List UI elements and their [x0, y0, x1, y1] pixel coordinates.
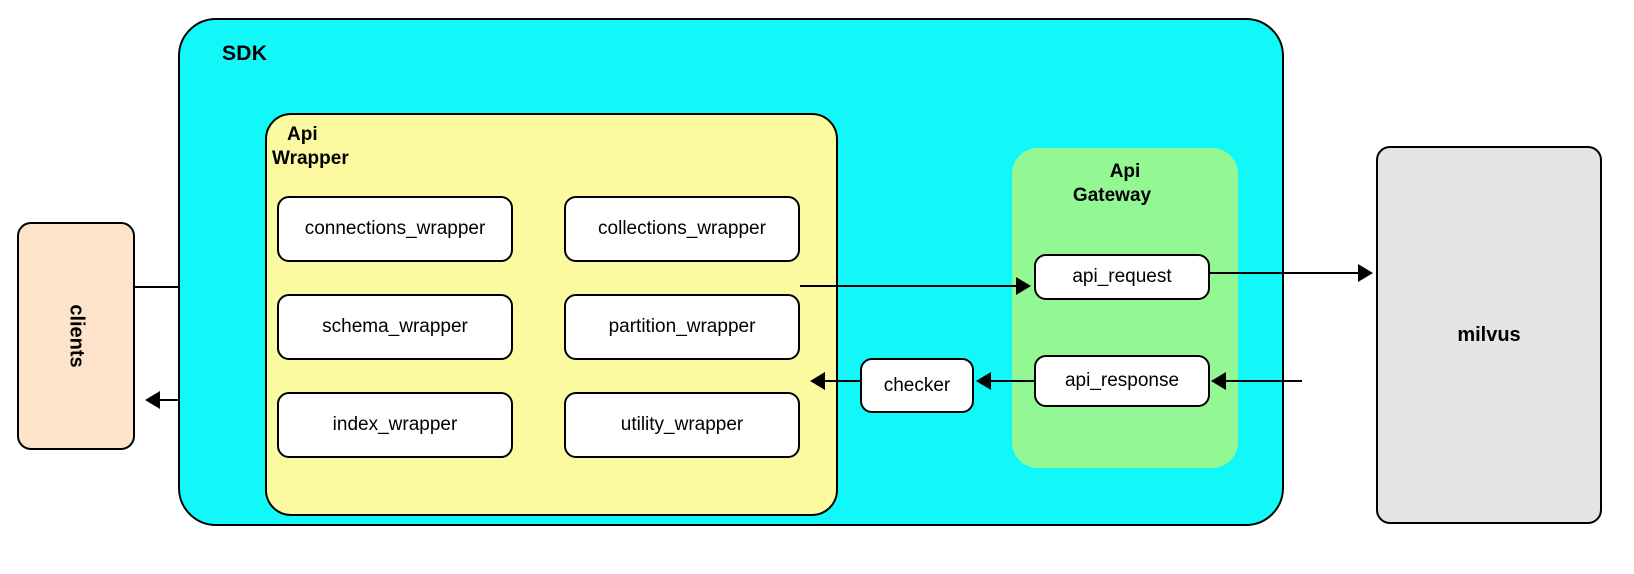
milvus-label: milvus	[1457, 323, 1521, 346]
api-wrapper-label-line2: Wrapper	[272, 147, 349, 169]
edge-wrapper-to-request-line	[800, 285, 1016, 287]
edge-checker-to-wrapper-arrowhead	[810, 372, 825, 390]
node-partition-wrapper[interactable]: partition_wrapper	[564, 294, 800, 360]
node-api-response[interactable]: api_response	[1034, 355, 1210, 407]
edge-milvus-to-response-arrowhead	[1211, 372, 1226, 390]
edge-request-to-milvus-line	[1210, 272, 1358, 274]
api-gateway-label: Api Gateway	[1040, 160, 1210, 208]
edge-milvus-to-response-line	[1226, 380, 1302, 382]
node-label: partition_wrapper	[608, 316, 756, 337]
node-label: checker	[883, 374, 951, 396]
edge-wrapper-to-request-arrowhead	[1016, 277, 1031, 295]
node-label: api_response	[1064, 370, 1180, 391]
sdk-label: SDK	[222, 42, 268, 65]
node-collections-wrapper[interactable]: collections_wrapper	[564, 196, 800, 262]
node-label: schema_wrapper	[322, 316, 468, 337]
edge-response-to-checker-line	[991, 380, 1034, 382]
clients-label: clients	[65, 304, 88, 368]
clients-node[interactable]: clients	[17, 222, 135, 450]
api-gateway-container: Api Gateway	[1012, 148, 1238, 468]
edge-checker-to-wrapper-line	[825, 380, 860, 382]
node-connections-wrapper[interactable]: connections_wrapper	[277, 196, 513, 262]
api-wrapper-label-line1: Api	[287, 124, 318, 145]
node-utility-wrapper[interactable]: utility_wrapper	[564, 392, 800, 458]
node-schema-wrapper[interactable]: schema_wrapper	[277, 294, 513, 360]
api-wrapper-label: Api Wrapper	[272, 123, 437, 171]
node-label: index_wrapper	[332, 414, 458, 435]
node-index-wrapper[interactable]: index_wrapper	[277, 392, 513, 458]
edge-response-to-checker-arrowhead	[976, 372, 991, 390]
edge-clients-to-sdk-line	[135, 286, 217, 288]
node-label: utility_wrapper	[620, 414, 744, 435]
node-label: api_request	[1072, 266, 1172, 287]
node-api-request[interactable]: api_request	[1034, 254, 1210, 300]
api-gateway-label-line1: Api	[1109, 161, 1141, 182]
node-label: collections_wrapper	[598, 218, 766, 239]
node-checker[interactable]: checker	[860, 358, 974, 413]
milvus-node[interactable]: milvus	[1376, 146, 1602, 524]
edge-request-to-milvus-arrowhead	[1358, 264, 1373, 282]
edge-sdk-to-clients-arrowhead	[145, 391, 160, 409]
node-label: connections_wrapper	[304, 218, 486, 239]
api-gateway-label-line2: Gateway	[1072, 184, 1152, 206]
